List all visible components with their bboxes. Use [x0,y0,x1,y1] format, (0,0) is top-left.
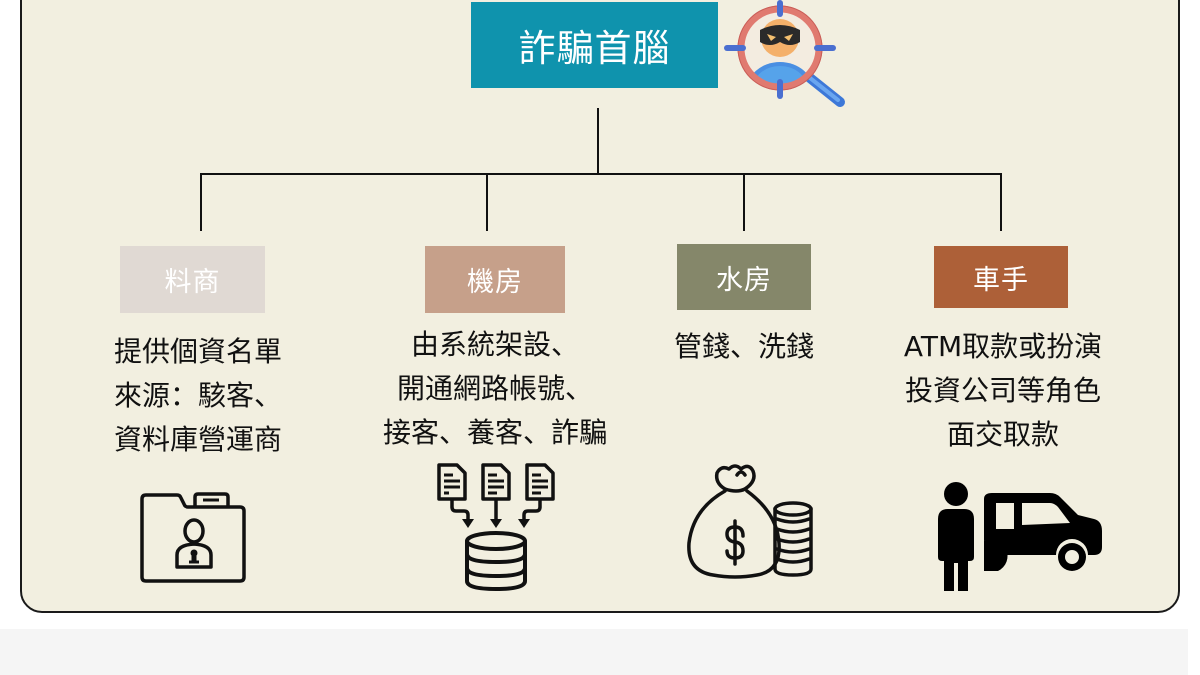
documents-to-database-icon [437,463,555,592]
description-line: 面交取款 [946,418,1059,451]
role-box-data-broker: 料商 [120,246,265,313]
description-line: 管錢、洗錢 [673,330,814,363]
role-description-data-broker: 提供個資名單 來源：駭客、 資料庫營運商 [88,330,308,462]
role-label: 水房 [716,264,772,296]
header-title: 詐騙首腦 [518,27,671,70]
connector-trunk [597,108,599,175]
money-bag-coins-icon [687,464,813,579]
description-line: ATM取款或扮演 [903,330,1103,363]
description-line: 資料庫營運商 [113,423,282,456]
role-description-call-center: 由系統架設、 開通網路帳號、 接客、養客、詐騙 [365,323,625,455]
role-box-money-laundering: 水房 [677,244,811,310]
description-line: 接客、養客、詐騙 [382,416,607,449]
description-line: 由系統架設、 [410,328,579,361]
role-label: 機房 [467,267,523,298]
description-line: 提供個資名單 [113,335,282,368]
role-description-money-mule: ATM取款或扮演 投資公司等角色 面交取款 [870,325,1136,457]
person-car-icon [938,482,1102,591]
connector-branch-4 [1000,173,1002,231]
role-label: 料商 [164,267,221,298]
header-box-scam-boss: 詐騙首腦 [471,2,718,88]
connector-bus [200,173,1002,175]
connector-branch-3 [743,173,745,231]
role-box-call-center: 機房 [425,246,565,313]
description-line: 開通網路帳號、 [396,372,593,405]
description-line: 來源：駭客、 [113,379,282,412]
connector-branch-1 [200,173,202,231]
role-box-money-mule: 車手 [934,246,1068,308]
page-footer-band [0,629,1188,675]
criminal-target-magnifier-icon [724,0,845,107]
connector-branch-2 [486,173,488,231]
locked-user-folder-icon [140,492,246,583]
role-description-money-laundering: 管錢、洗錢 [644,325,844,369]
role-label: 車手 [973,264,1029,296]
description-line: 投資公司等角色 [904,374,1101,407]
